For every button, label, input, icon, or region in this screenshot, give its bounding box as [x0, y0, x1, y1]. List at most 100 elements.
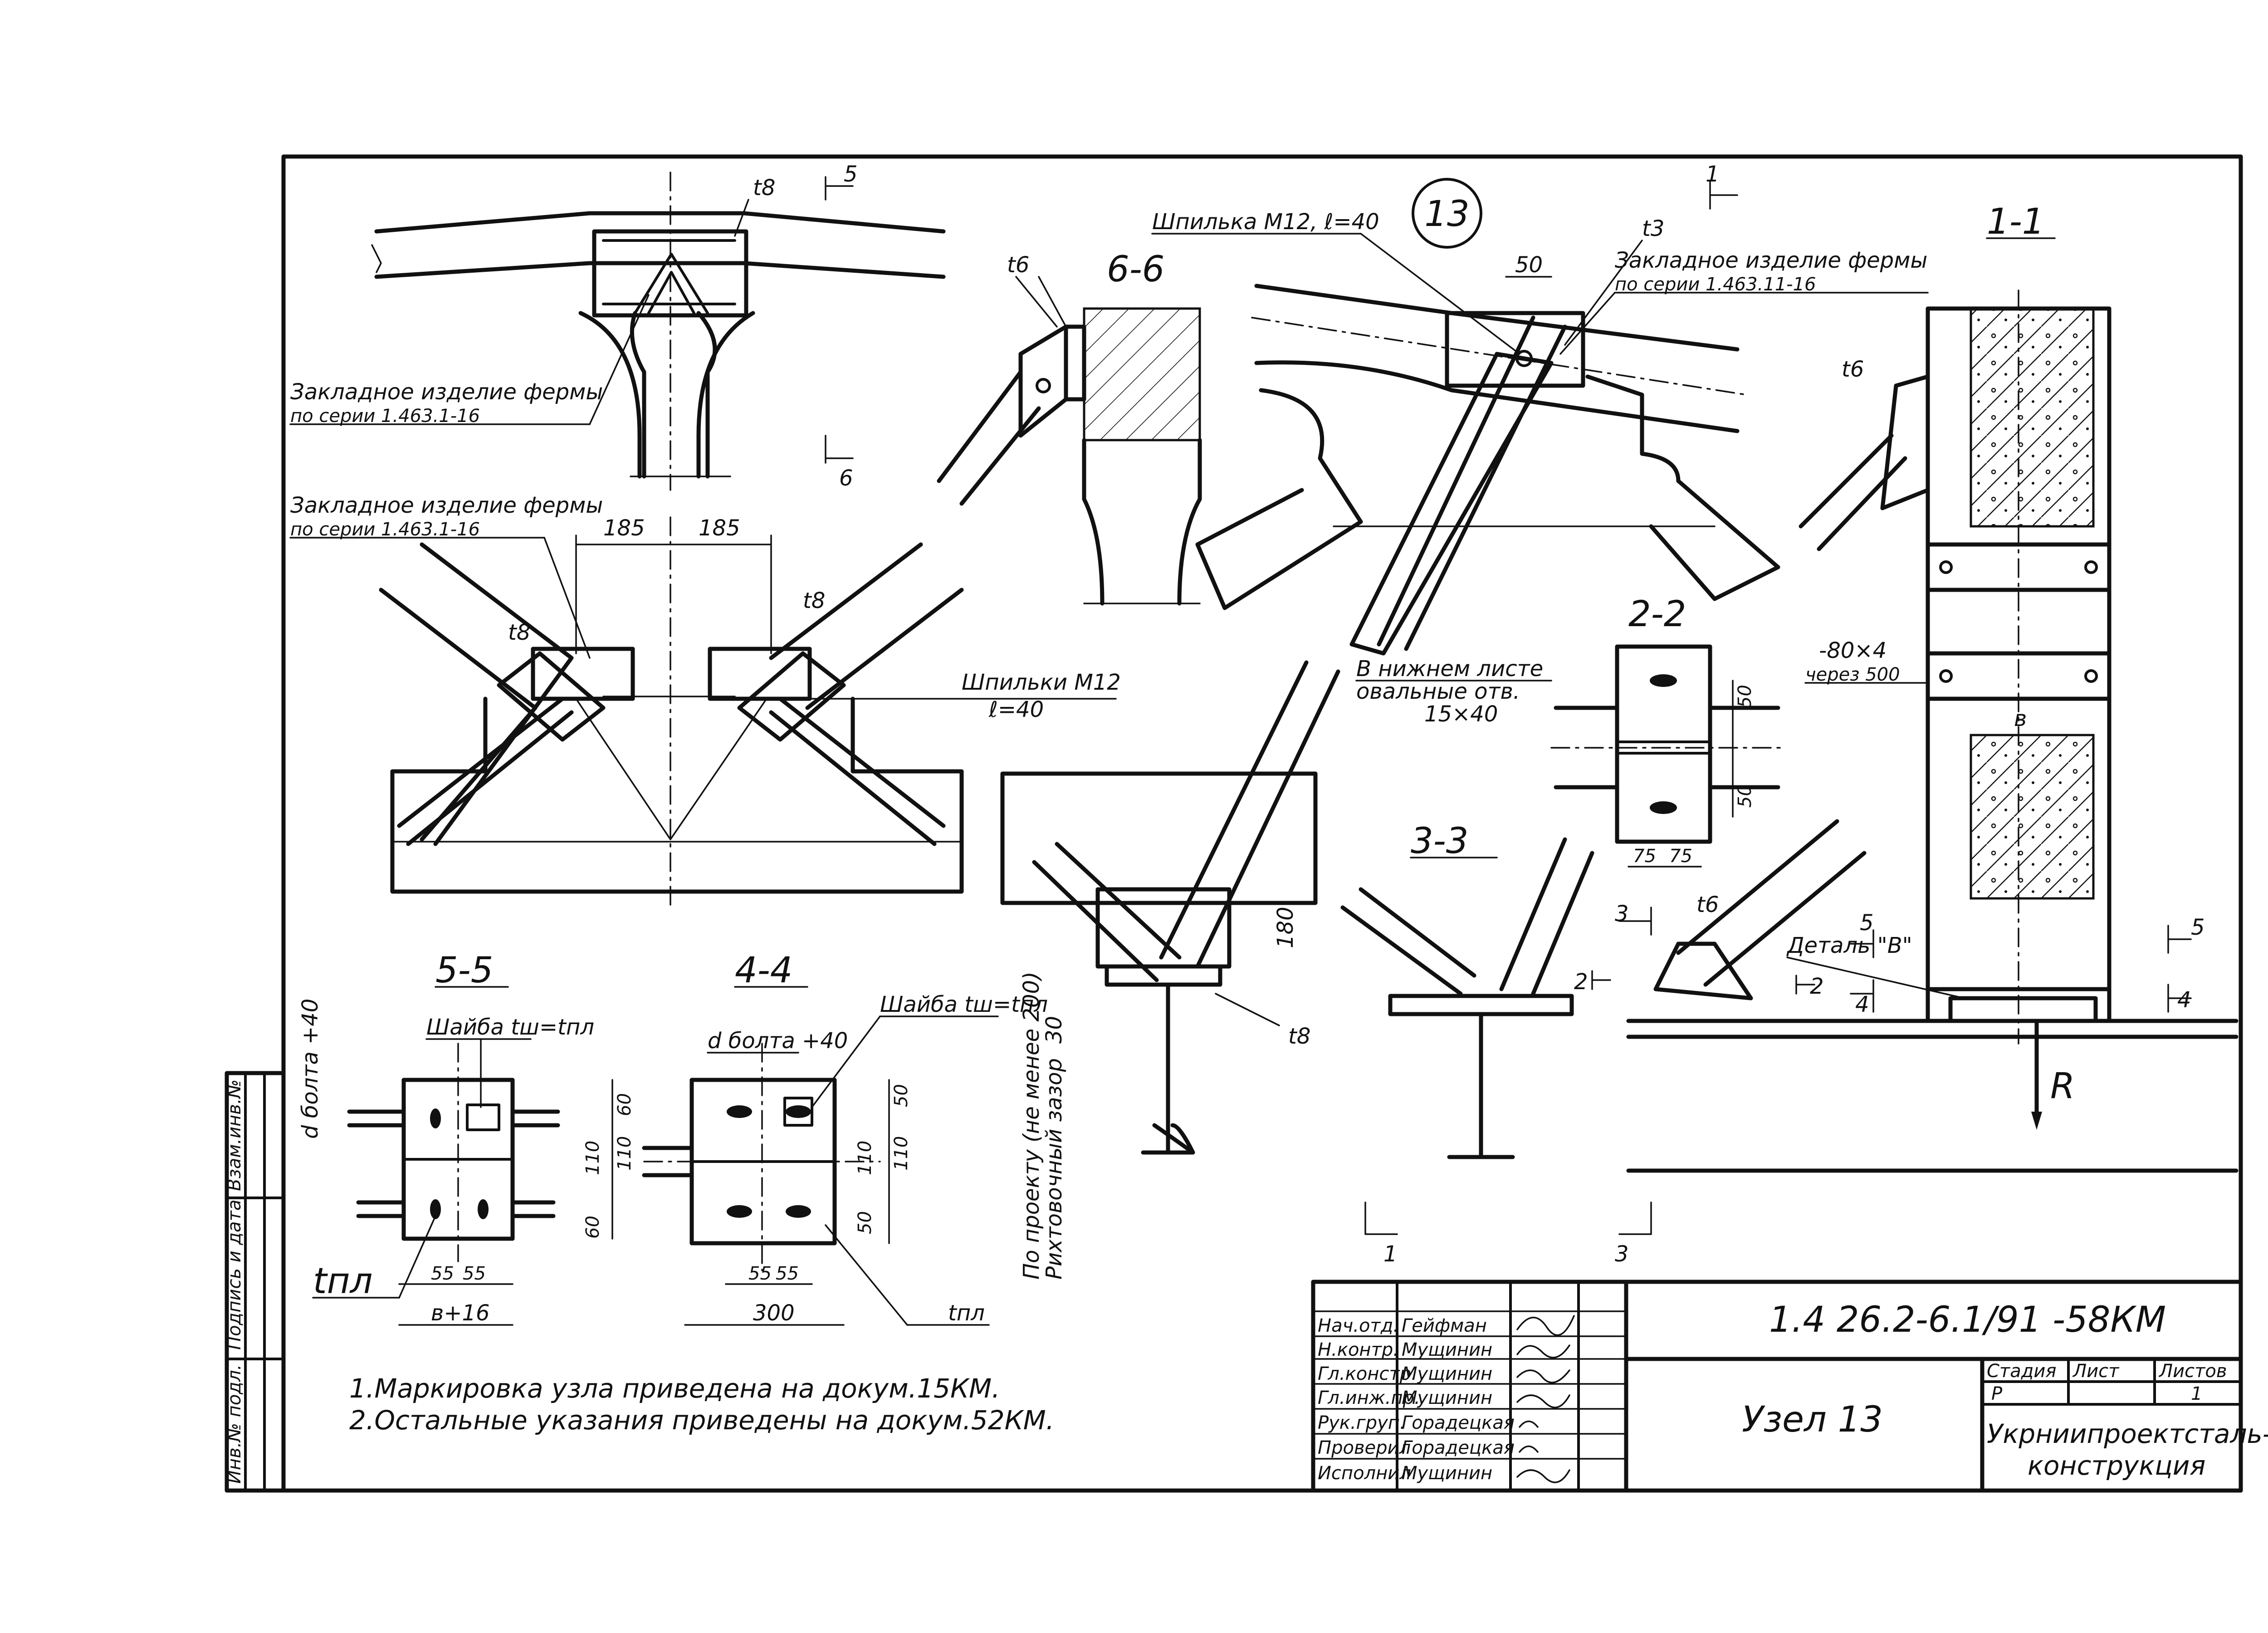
doc-code: 1.4 26.2-6.1/91 -58КМ — [1769, 1300, 2166, 1340]
label-oval-2: овальные отв. — [1356, 679, 1520, 704]
label-design-1: По проекту (не менее 200) — [1019, 971, 1044, 1280]
section-6-6-title: 6-6 — [1107, 249, 1164, 290]
sig-role-0: Нач.отд. — [1318, 1315, 1399, 1336]
marker-1-top: 1 — [1706, 162, 1720, 187]
section-6-6: 6-6 t6 — [937, 249, 1202, 606]
signature-scribbles — [1516, 1315, 1575, 1483]
dim-60-55a: 60 — [614, 1093, 635, 1116]
side-stamp: Инв.№ подл. Подпись и дата Взам.инв.№ — [224, 1079, 245, 1484]
sig-role-4: Рук.груп. — [1318, 1412, 1406, 1433]
marker-5-11r: 5 — [2191, 915, 2205, 940]
label-oval-3: 15×40 — [1424, 701, 1498, 727]
dim-50-44b: 50 — [855, 1211, 875, 1234]
note-2: 2.Остальные указания приведены на докум.… — [349, 1405, 1054, 1436]
view-support-plan: Закладное изделие фермы по серии 1.463.1… — [289, 493, 1121, 908]
label-detail-b: Деталь "В" — [1786, 933, 1912, 958]
sheets-value: 1 — [2191, 1383, 2202, 1404]
sig-name-0: Гейфман — [1402, 1315, 1487, 1336]
section-5-5: 5-5 Шайба tш=tпл d болта +40 60 110 110 … — [298, 950, 635, 1326]
dim-110-44b: 110 — [855, 1141, 875, 1175]
org-line-2: конструкция — [2028, 1450, 2205, 1481]
dim-55-55a: 55 — [431, 1263, 454, 1284]
dim-110-55a: 110 — [614, 1136, 635, 1171]
label-t8-top: t8 — [753, 175, 775, 201]
stage-value: Р — [1991, 1383, 2003, 1404]
dim-180: 180 — [1273, 907, 1298, 948]
dim-50-22-top: 50 — [1735, 685, 1755, 708]
dim-55-44b: 55 — [776, 1263, 799, 1284]
side-stamp-inv: Инв.№ подл. — [224, 1364, 245, 1484]
label-t6-11: t6 — [1842, 357, 1864, 382]
label-t8-right: t8 — [803, 588, 825, 613]
label-studs-len: ℓ=40 — [988, 697, 1044, 722]
marker-3-33b: 3 — [1615, 901, 1629, 927]
dim-185-left: 185 — [603, 515, 645, 541]
sig-name-4: Горадецкая — [1402, 1412, 1515, 1433]
label-t6-bot: t6 — [1696, 892, 1719, 917]
dim-50-22-bot: 50 — [1735, 785, 1755, 808]
section-5-5-title: 5-5 — [435, 950, 493, 991]
stage-header: Стадия — [1987, 1361, 2056, 1382]
label-t8-rail: t8 — [1288, 1024, 1310, 1049]
label-embed-1: Закладное изделие фермы — [290, 379, 603, 405]
dim-50-top: 50 — [1515, 252, 1543, 278]
label-t3: t3 — [1642, 216, 1664, 241]
marker-2-33: 2 — [1574, 969, 1588, 995]
label-stud-single: Шпилька М12, ℓ=40 — [1152, 209, 1379, 235]
label-dim-b: в — [2014, 706, 2027, 731]
view-support-rail: 180 t8 По проекту (не менее 200) Рихтово… — [1000, 660, 1340, 1280]
label-strip: -80×4 — [1819, 638, 1887, 663]
label-strip-step: через 500 — [1805, 664, 1900, 685]
notes: 1.Маркировка узла приведена на докум.15К… — [349, 1373, 1054, 1436]
label-design-2: Рихтовочный зазор — [1041, 1058, 1067, 1280]
label-studs: Шпильки М12 — [962, 670, 1121, 695]
side-stamp-replace: Взам.инв.№ — [224, 1079, 245, 1191]
label-reaction: R — [2050, 1066, 2075, 1107]
sheet-header: Лист — [2072, 1361, 2120, 1382]
marker-6-top: 6 — [839, 466, 853, 491]
sheets-header: Листов — [2158, 1361, 2227, 1382]
dim-300: 300 — [753, 1300, 795, 1326]
view-top-chord-node: 5 6 t8 Закладное изделие фермы по серии … — [289, 162, 946, 491]
section-3-3: 3-3 2 1 3 3 — [1340, 821, 1652, 1267]
node-title: Узел 13 — [1742, 1399, 1883, 1440]
dim-110-55b: 110 — [582, 1141, 603, 1175]
dim-60-55b: 60 — [582, 1216, 603, 1239]
dim-75-left: 75 — [1633, 846, 1656, 867]
section-2-2-title: 2-2 — [1628, 594, 1686, 635]
label-embed-3-series: по серии 1.463.11-16 — [1615, 274, 1816, 295]
label-tpl-55: tпл — [313, 1261, 372, 1302]
sig-role-2: Гл.констр. — [1318, 1363, 1417, 1384]
sig-name-5: Горадецкая — [1402, 1437, 1515, 1458]
marker-4-11r: 4 — [2177, 987, 2191, 1013]
label-embed-3: Закладное изделие фермы — [1615, 248, 1927, 273]
dim-55-44a: 55 — [748, 1263, 772, 1284]
note-1: 1.Маркировка узла приведена на докум.15К… — [349, 1373, 1000, 1404]
marker-5-11: 5 — [1860, 910, 1874, 936]
section-3-3-title: 3-3 — [1411, 821, 1468, 862]
dim-55-55b: 55 — [463, 1263, 486, 1284]
label-bolt-d-55: d болта +40 — [298, 999, 323, 1139]
sig-role-6: Исполнил — [1318, 1463, 1411, 1484]
dim-110-44a: 110 — [891, 1136, 912, 1171]
view-stud-m12: Шпилька М12, ℓ=40 50 t3 Закладное издели… — [1151, 162, 1929, 727]
org-line-1: Укрниипроектсталь- — [1987, 1418, 2268, 1449]
marker-1-33: 1 — [1383, 1241, 1398, 1267]
sheet-frame — [225, 154, 2243, 1493]
label-embed-1-series: по серии 1.463.1-16 — [290, 406, 480, 427]
node-number: 13 — [1424, 194, 1469, 235]
label-embed-2: Закладное изделие фермы — [290, 493, 603, 518]
marker-5-top: 5 — [844, 162, 858, 187]
sig-role-3: Гл.инж.пр. — [1318, 1388, 1420, 1408]
label-tpl-44: tпл — [948, 1300, 985, 1326]
dim-50-44a: 50 — [891, 1084, 912, 1107]
dim-b16: в+16 — [431, 1300, 490, 1326]
sig-name-6: Мущинин — [1402, 1463, 1492, 1484]
section-4-4-title: 4-4 — [735, 950, 792, 991]
sig-role-1: Н.контр. — [1318, 1339, 1399, 1360]
label-oval-1: В нижнем листе — [1356, 656, 1543, 682]
sig-name-2: Мущинин — [1402, 1363, 1492, 1384]
section-2-2: 2-2 50 50 75 75 — [1550, 594, 1784, 868]
label-t6-66: t6 — [1007, 252, 1029, 278]
